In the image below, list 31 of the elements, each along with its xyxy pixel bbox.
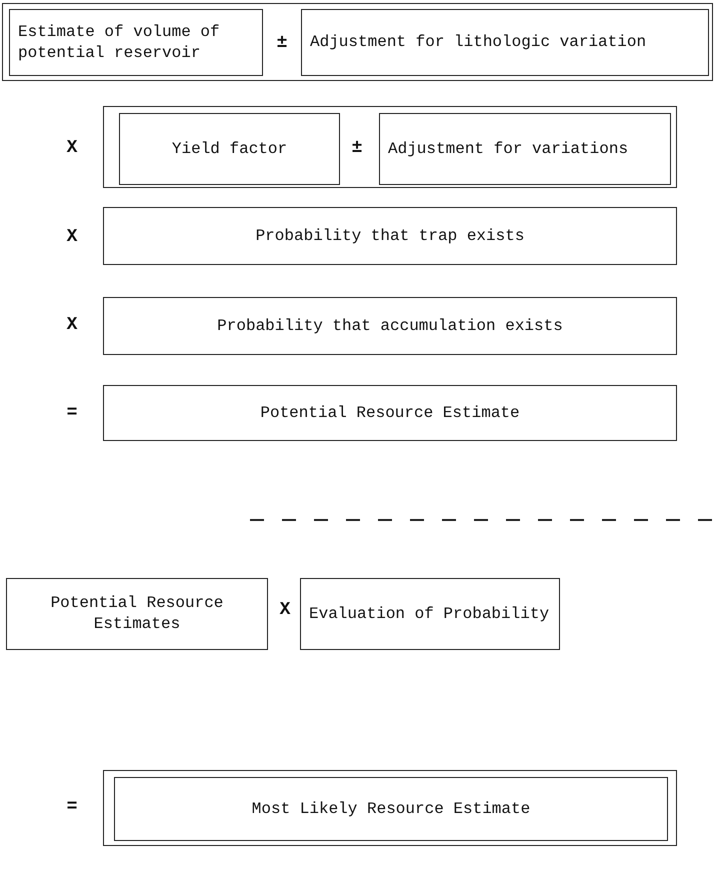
process-box (119, 113, 340, 185)
process-box (301, 9, 709, 76)
process-box (300, 578, 560, 650)
operator-sign: = (66, 798, 78, 816)
process-box (114, 777, 668, 841)
operator-sign: X (280, 601, 290, 619)
box-label: Adjustment for lithologic variation (310, 32, 646, 53)
operator-sign: = (66, 404, 78, 422)
box-label: Most Likely Resource Estimate (252, 798, 530, 820)
group-frame (103, 106, 677, 188)
operator-sign: X (66, 316, 78, 334)
box-label: Yield factor (172, 138, 288, 160)
box-label: Probability that trap exists (256, 226, 524, 246)
box-label: Evaluation of Probability (309, 604, 550, 624)
process-box (103, 207, 677, 265)
operator-sign: ± (352, 139, 362, 157)
process-box (379, 113, 671, 185)
box-label: Potential Resource Estimate (260, 402, 520, 424)
process-box (103, 385, 677, 441)
box-label: Probability that accumulation exists (217, 316, 563, 336)
box-label: Estimate of volume of potential reservoir (18, 22, 221, 64)
process-box (103, 297, 677, 355)
box-label: Adjustment for variations (388, 138, 628, 160)
box-label: Potential Resource Estimates (50, 593, 224, 635)
process-box (9, 9, 263, 76)
operator-sign: X (66, 228, 78, 246)
operator-sign: X (66, 139, 78, 157)
operator-sign: ± (276, 34, 288, 52)
group-frame (2, 3, 713, 81)
process-box (6, 578, 268, 650)
group-frame (103, 770, 677, 846)
